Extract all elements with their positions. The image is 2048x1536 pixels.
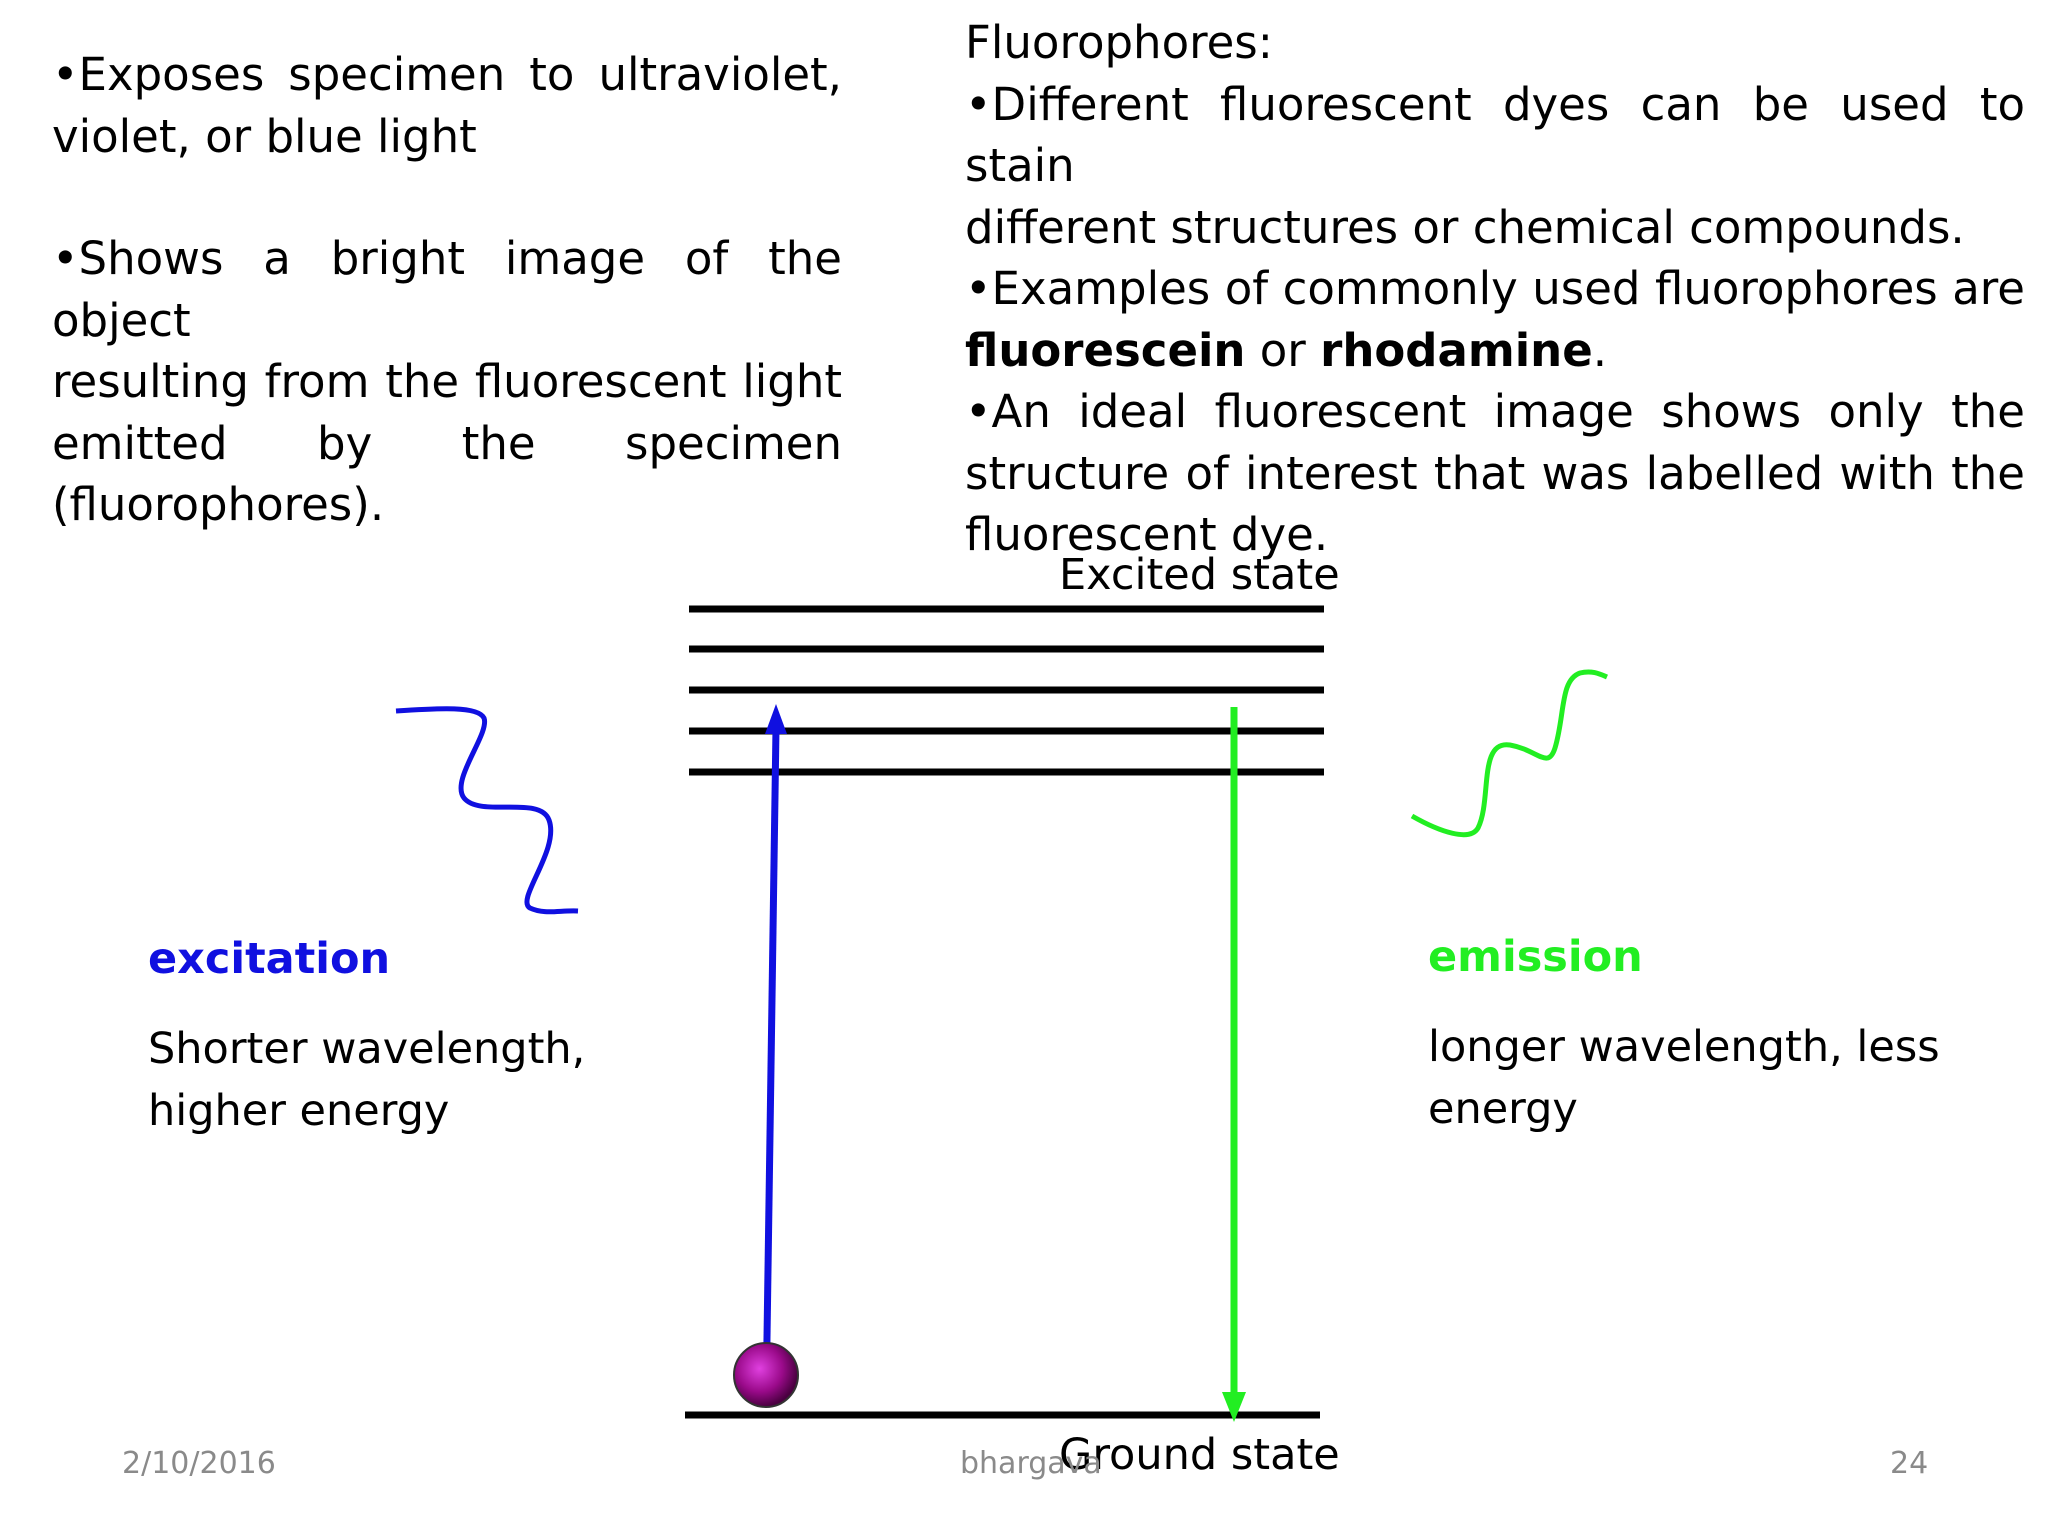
footer-date: 2/10/2016 [122,1446,276,1481]
or-connector: or [1245,323,1321,377]
excitation-label: excitation [148,934,391,984]
emission-label: emission [1428,932,1643,982]
bullet-dyes-line1: •Different fluorescent dyes can be used … [965,77,2025,193]
ground-state-label: Ground state [1059,1430,1340,1480]
bullet-dyes-line2: different structures or chemical compoun… [965,200,1965,254]
excitation-arrow [762,727,780,1406]
bullet-shows-line3: emitted by the specimen [52,416,842,470]
bullet-exposes-line2: violet, or blue light [52,109,477,163]
bullet-shows-line1: •Shows a bright image of the object [52,232,842,347]
left-text-column: •Exposes specimen to ultraviolet, violet… [52,44,842,536]
bullet-examples-line2: fluorescein or rhodamine. [965,320,2025,382]
right-text-column: Fluorophores: •Different fluorescent dye… [965,12,2025,566]
bullet-examples-line1: •Examples of commonly used fluorophores … [965,262,2025,315]
emission-wave-icon [1410,669,1608,838]
bullet-exposes-line1: •Exposes specimen to ultraviolet, [52,48,842,101]
excited-levels [689,605,1324,776]
fluorophores-heading: Fluorophores: [965,16,1273,69]
excited-state-label: Excited state [1059,550,1340,600]
emission-desc-line1: longer wavelength, less [1428,1022,1940,1072]
footer-author: bhargava [960,1446,1102,1481]
excitation-desc-line2: higher energy [148,1086,450,1136]
excitation-arrowhead [765,704,787,734]
electron-ball [733,1342,799,1408]
period: . [1592,323,1608,377]
emission-desc-line2: energy [1428,1084,1578,1134]
footer-page-number: 24 [1890,1446,1929,1481]
fluorescein-term: fluorescein [965,323,1246,377]
bullet-ideal-line1: •An ideal fluorescent image shows only t… [965,385,2025,438]
bullet-shows-line4: (fluorophores). [52,478,385,531]
bullet-ideal-line2: structure of interest that was labelled … [965,446,2025,500]
excitation-wave-icon [395,706,579,915]
rhodamine-term: rhodamine [1320,323,1593,377]
bullet-shows-line2: resulting from the fluorescent light [52,355,842,408]
bullet-ideal-line3: fluorescent dye. [965,508,1329,561]
excitation-desc-line1: Shorter wavelength, [148,1024,586,1074]
emission-arrowhead [1222,1392,1246,1422]
